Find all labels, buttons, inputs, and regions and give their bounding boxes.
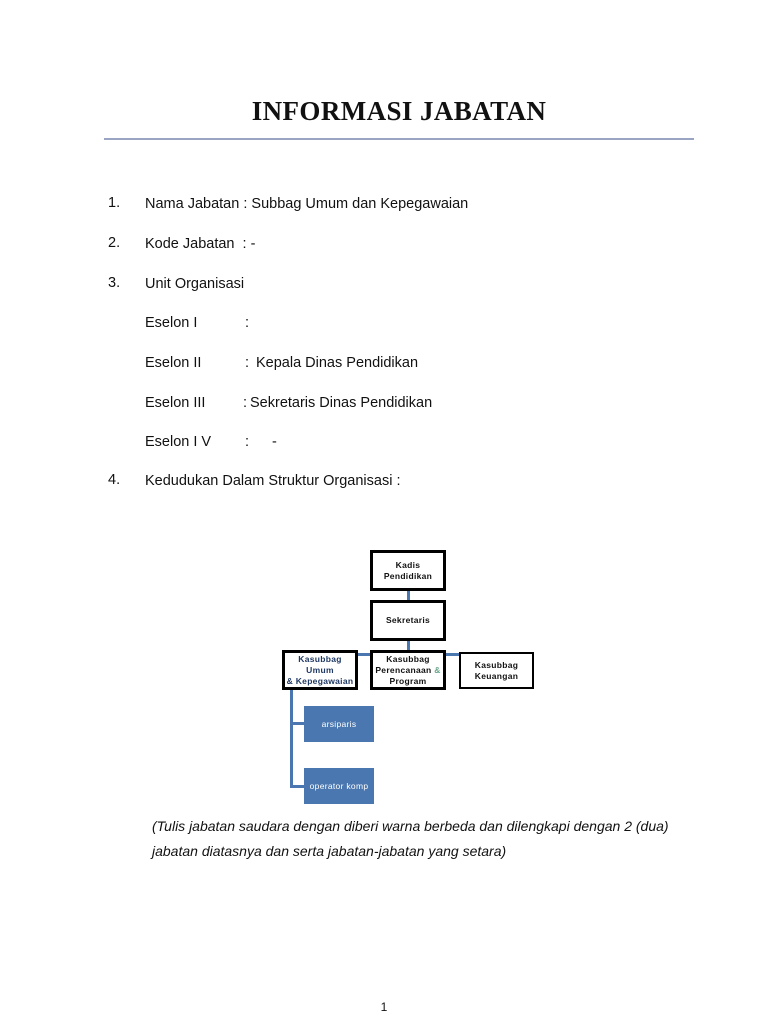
- eselon-1-separator: :: [245, 315, 250, 331]
- org-node-arsiparis: arsiparis: [304, 706, 374, 742]
- page-number: 1: [380, 1000, 388, 1014]
- org-node-sekretaris-label: Sekretaris: [385, 615, 431, 625]
- eselon-4-label: Eselon I V: [145, 434, 212, 450]
- eselon-3-separator: :: [243, 395, 248, 411]
- org-node-kasubbag-perencanaan-label-line2: Perencanaan: [375, 664, 435, 675]
- list-number-2: 2.: [108, 235, 121, 251]
- org-node-kasubbag-perencanaan-ampersand: &: [434, 664, 441, 675]
- list-number-4: 4.: [108, 472, 121, 488]
- org-chart: Kadis Pendidikan Sekretaris Kasubbag Umu…: [270, 540, 560, 804]
- chart-caption: (Tulis jabatan saudara dengan diberi war…: [152, 814, 697, 864]
- eselon-3-label: Eselon III: [145, 395, 206, 411]
- chart-caption-line2: (dua) jabatan diatasnya dan serta jabata…: [152, 818, 669, 859]
- org-node-kasubbag-umum-label-line2: & Kepegawaian: [286, 675, 354, 686]
- org-node-kasubbag-perencanaan: Kasubbag Perencanaan & Program: [370, 650, 446, 690]
- list-item-unit-organisasi: Unit Organisasi: [145, 276, 245, 292]
- eselon-2-separator: :: [245, 355, 250, 371]
- list-item-kedudukan: Kedudukan Dalam Struktur Organisasi :: [145, 473, 401, 489]
- eselon-4-value: -: [272, 434, 277, 450]
- eselon-2-value: Kepala Dinas Pendidikan: [256, 355, 419, 371]
- connector-umum-vertical: [290, 688, 293, 788]
- org-node-kadis-pendidikan: Kadis Pendidikan: [370, 550, 446, 591]
- org-node-kasubbag-umum: Kasubbag Umum & Kepegawaian: [282, 650, 358, 690]
- org-node-kadis-pendidikan-label: Kadis Pendidikan: [383, 559, 433, 581]
- org-node-sekretaris: Sekretaris: [370, 600, 446, 641]
- connector-umum-to-arsiparis: [290, 722, 305, 725]
- list-number-3: 3.: [108, 275, 121, 291]
- page-title: INFORMASI JABATAN: [251, 96, 547, 126]
- org-node-arsiparis-label: arsiparis: [321, 718, 357, 729]
- org-node-kasubbag-keuangan: Kasubbag Keuangan: [459, 652, 534, 689]
- list-number-1: 1.: [108, 195, 121, 211]
- org-node-operator-komp: operator komp: [304, 768, 374, 804]
- org-node-kasubbag-keuangan-label-line2: Keuangan: [474, 670, 519, 681]
- eselon-4-separator: :: [245, 434, 250, 450]
- title-divider: [104, 138, 694, 140]
- connector-sekretaris-to-bus: [407, 641, 410, 655]
- org-node-kasubbag-umum-label-line1: Kasubbag Umum: [298, 653, 342, 675]
- connector-umum-to-operator: [290, 785, 305, 788]
- org-node-kasubbag-perencanaan-label-line1: Kasubbag: [386, 653, 430, 664]
- chart-caption-line1: (Tulis jabatan saudara dengan diberi war…: [152, 818, 632, 834]
- org-node-operator-komp-label: operator komp: [309, 780, 369, 791]
- org-node-kasubbag-perencanaan-label-line3: Program: [389, 675, 427, 686]
- eselon-2-label: Eselon II: [145, 355, 202, 371]
- eselon-3-value: Sekretaris Dinas Pendidikan: [250, 395, 433, 411]
- list-item-nama-jabatan: Nama Jabatan : Subbag Umum dan Kepegawai…: [145, 196, 469, 212]
- org-node-kasubbag-keuangan-label-line1: Kasubbag: [474, 659, 519, 670]
- eselon-1-label: Eselon I: [145, 315, 198, 331]
- list-item-kode-jabatan: Kode Jabatan : -: [145, 236, 256, 252]
